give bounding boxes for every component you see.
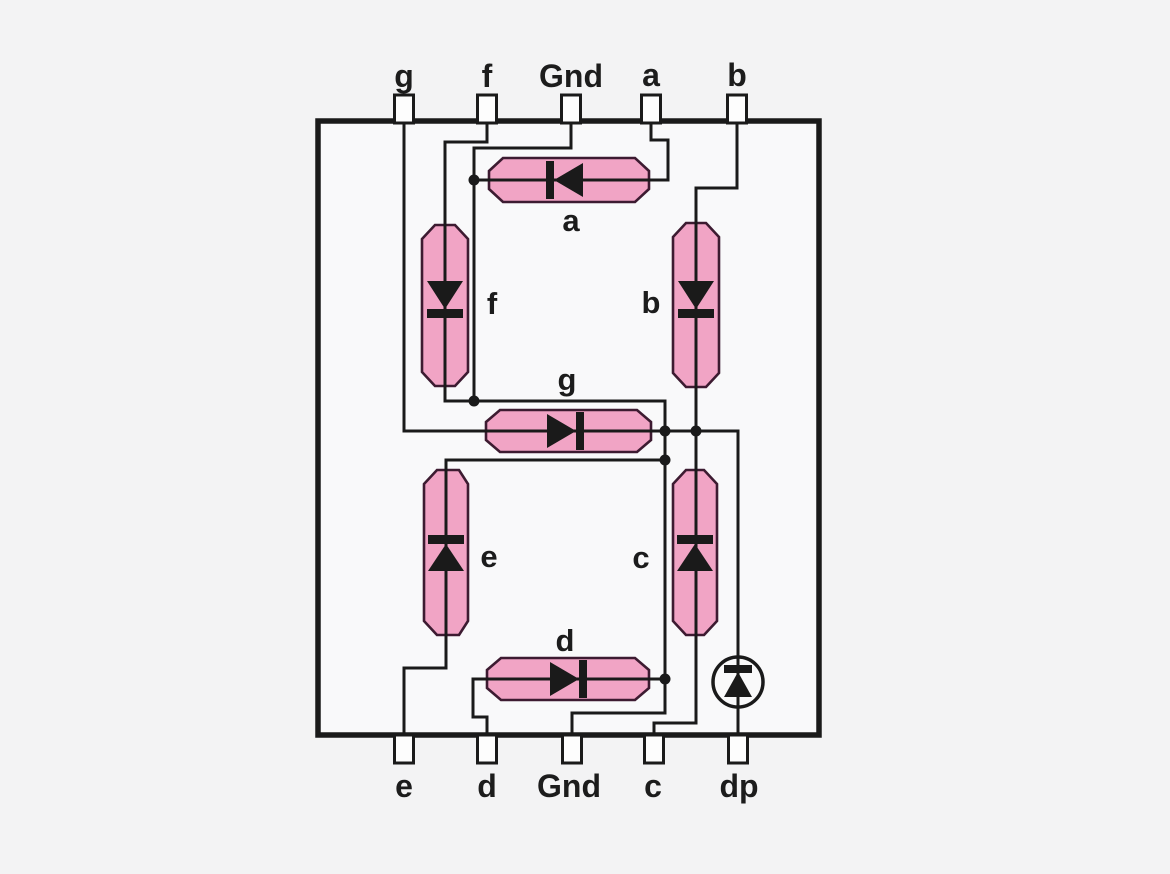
wire-b-and-c (652, 121, 739, 736)
junction-dot (468, 174, 480, 186)
pin-labels: g f Gnd a b e d Gnd c dp (394, 57, 758, 804)
segment-labels: a f b g e c d (480, 203, 660, 658)
pin-label-g-top: g (394, 58, 414, 94)
segment-label-d: d (556, 623, 575, 658)
junction-dot (690, 425, 702, 437)
pin-top-b (726, 93, 748, 125)
pin-label-b-top: b (727, 57, 747, 93)
wire-f-anode-and-common-trunk (443, 121, 667, 736)
pin-label-gnd-top: Gnd (539, 58, 603, 94)
pin-top-g (393, 93, 415, 125)
wire-d (471, 677, 667, 736)
pin-top-gnd (560, 93, 582, 125)
diode-e-icon (428, 535, 464, 571)
junction-dot (659, 673, 671, 685)
segment-label-g: g (558, 362, 577, 397)
junction-dots (468, 174, 702, 685)
wire-gnd-top (472, 121, 573, 403)
pin-label-d-bottom: d (477, 768, 497, 804)
junction-dot (468, 395, 480, 407)
junction-dot (659, 425, 671, 437)
wire-e (402, 458, 667, 736)
pin-label-gnd-bottom: Gnd (537, 768, 601, 804)
diode-d-icon (550, 660, 587, 698)
pin-top-a (640, 93, 662, 125)
pin-label-dp-bottom: dp (719, 768, 758, 804)
segment-label-f: f (487, 286, 498, 321)
pin-label-a-top: a (642, 57, 660, 93)
junction-dot (659, 454, 671, 466)
diode-symbols (427, 161, 752, 698)
diode-g-icon (547, 412, 584, 450)
diode-a-icon (546, 161, 583, 199)
pin-bottom-d (476, 733, 498, 765)
segment-label-e: e (480, 539, 497, 574)
pin-label-e-bottom: e (395, 768, 413, 804)
diode-dp-icon (724, 665, 752, 697)
segment-label-b: b (642, 285, 661, 320)
pin-label-c-bottom: c (644, 768, 662, 804)
pins (393, 93, 749, 765)
segment-label-a: a (562, 203, 580, 238)
pin-bottom-dp (727, 733, 749, 765)
pin-bottom-gnd (561, 733, 583, 765)
pin-label-f-top: f (482, 58, 493, 94)
pin-bottom-c (643, 733, 665, 765)
diode-c-icon (677, 535, 713, 571)
diode-b-icon (678, 281, 714, 318)
diode-f-icon (427, 281, 463, 318)
pin-top-f (476, 93, 498, 125)
wire-a-anode (472, 121, 670, 182)
pin-bottom-e (393, 733, 415, 765)
segment-label-c: c (632, 540, 649, 575)
